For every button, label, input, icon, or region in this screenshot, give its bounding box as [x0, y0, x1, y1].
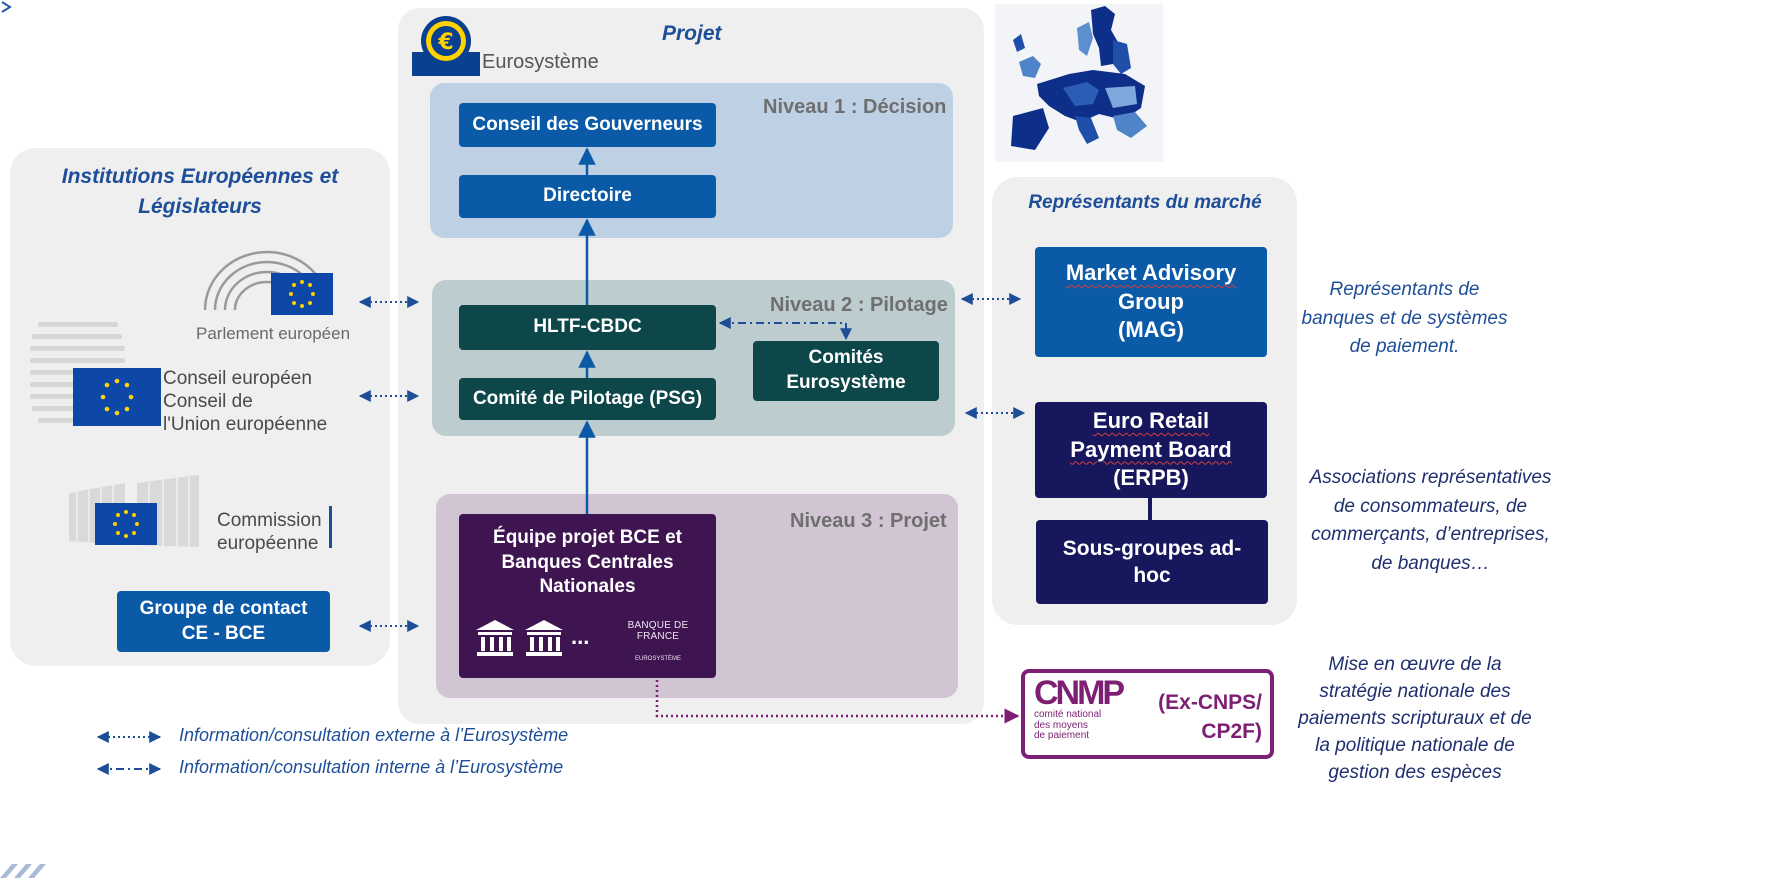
mag-note: Représentants de banques et de systèmes …	[1301, 279, 1508, 357]
erpb-note: Associations représentatives de consomma…	[1309, 467, 1552, 574]
cnmp-logo: CNMP comité national des moyens de paiem…	[1034, 674, 1125, 741]
corner-logo-fragment	[1, 1, 12, 13]
erpb-connector	[1148, 498, 1152, 520]
project-title: Projet	[662, 22, 722, 45]
council-label: Conseil européen Conseil de l'Union euro…	[163, 368, 328, 435]
cnmp-former-names: (Ex-CNPS/ CP2F)	[1158, 691, 1262, 744]
central-bank-icon	[476, 620, 514, 656]
cnmp-note: Mise en œuvre de la stratégie nationale …	[1298, 654, 1532, 783]
eu-institutions-title: Institutions Européennes et Législateurs	[61, 165, 339, 219]
parliament-label: Parlement européen	[196, 324, 351, 343]
svg-text:€: €	[437, 30, 453, 55]
directoire-box: Directoire	[459, 175, 716, 218]
parliament-icon	[203, 250, 333, 315]
psg-box: Comité de Pilotage (PSG)	[459, 378, 716, 420]
level1-title: Niveau 1 : Décision	[763, 96, 947, 118]
governors-box: Conseil des Gouverneurs	[459, 103, 716, 147]
legend-internal-text: Information/consultation interne à l’Eur…	[179, 757, 564, 777]
council-icon	[30, 322, 161, 426]
eu-map-icon	[995, 4, 1163, 162]
cnmp-connector	[655, 680, 1020, 724]
hltf-box: HLTF-CBDC	[459, 305, 716, 350]
level2-title: Niveau 2 : Pilotage	[770, 294, 948, 316]
eurosystem-label: Eurosystème	[482, 51, 599, 73]
corner-logo-fragment	[0, 864, 46, 878]
commission-divider	[329, 506, 332, 548]
more-banks-ellipsis: ...	[571, 624, 590, 649]
internal-consultation-connector	[718, 317, 852, 341]
mag-box: Market Advisory Group (MAG)	[1035, 247, 1267, 357]
level3-title: Niveau 3 : Projet	[790, 510, 947, 532]
cnmp-box	[1021, 669, 1274, 759]
subgroups-box: Sous-groupes ad-hoc	[1036, 520, 1268, 604]
central-bank-icon	[525, 620, 563, 656]
erpb-box: Euro Retail Payment Board (ERPB)	[1035, 402, 1267, 498]
ecb-logo-icon: €	[412, 16, 480, 76]
banque-de-france-logo: BANQUE DE FRANCE EUROSYSTÈME	[627, 620, 689, 662]
legend-external-text: Information/consultation externe à l’Eur…	[179, 725, 569, 745]
market-representatives-title: Représentants du marché	[1028, 192, 1262, 213]
commission-label: Commission européenne	[217, 510, 322, 554]
commission-icon	[69, 475, 199, 547]
